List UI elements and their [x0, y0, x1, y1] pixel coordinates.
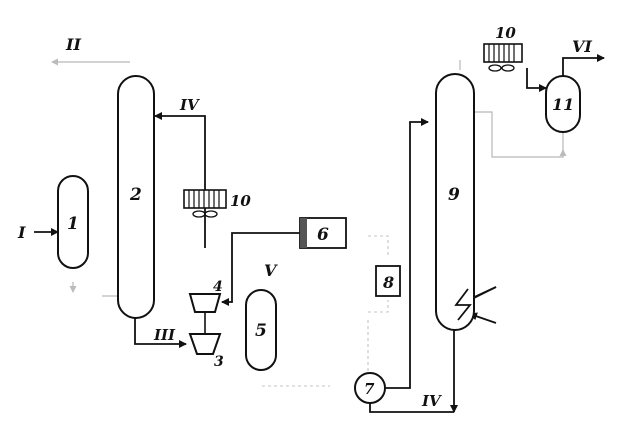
label-equipment-4: 4 [213, 279, 223, 295]
label-equipment-1: 1 [67, 214, 79, 234]
label-equipment-3: 3 [214, 354, 224, 370]
label-equipment-10-right: 10 [495, 24, 516, 42]
label-equipment-5: 5 [255, 321, 267, 341]
faint-line-8-bottom [368, 300, 389, 313]
bottoms-return-line [369, 400, 454, 413]
label-stream-vi: VI [572, 37, 592, 56]
column-2 [117, 75, 155, 319]
pump-3 [188, 333, 222, 355]
vessel-11 [545, 75, 581, 133]
vessel-1 [57, 175, 89, 269]
label-stream-iii: III [153, 326, 176, 344]
reflux-loop-line [474, 111, 564, 158]
faint-line-8-top [368, 235, 389, 258]
column-9 [435, 73, 475, 331]
air-cooler-left [183, 189, 227, 218]
label-stream-iv-right: IV [421, 392, 442, 410]
label-equipment-2: 2 [129, 185, 142, 205]
label-stream-ii: II [65, 35, 81, 54]
cooler-to-vessel-11-line [526, 68, 547, 92]
label-equipment-11: 11 [552, 95, 574, 114]
unit-6-outlet-line [221, 232, 300, 306]
label-equipment-6: 6 [317, 225, 329, 245]
label-stream-v: V [264, 261, 278, 280]
label-stream-i: I [17, 223, 26, 242]
pump-7-discharge-line [386, 118, 429, 389]
compressor-4 [188, 293, 222, 313]
stream-iii-line [134, 318, 187, 348]
stream-vi-line [562, 54, 605, 78]
label-stream-iv-left: IV [179, 96, 200, 114]
pump-7 [354, 372, 386, 404]
unit-8 [375, 265, 401, 297]
label-equipment-10-left: 10 [230, 192, 251, 210]
label-equipment-8: 8 [382, 273, 394, 292]
label-equipment-9: 9 [448, 185, 460, 205]
air-cooler-right [483, 43, 523, 72]
stream-iv-overhead-line [154, 112, 206, 248]
unit-6 [299, 217, 347, 249]
vessel-5 [245, 289, 277, 371]
reboiler-coil [454, 288, 472, 321]
label-equipment-7: 7 [364, 380, 375, 398]
unit-6-shade [300, 218, 307, 248]
